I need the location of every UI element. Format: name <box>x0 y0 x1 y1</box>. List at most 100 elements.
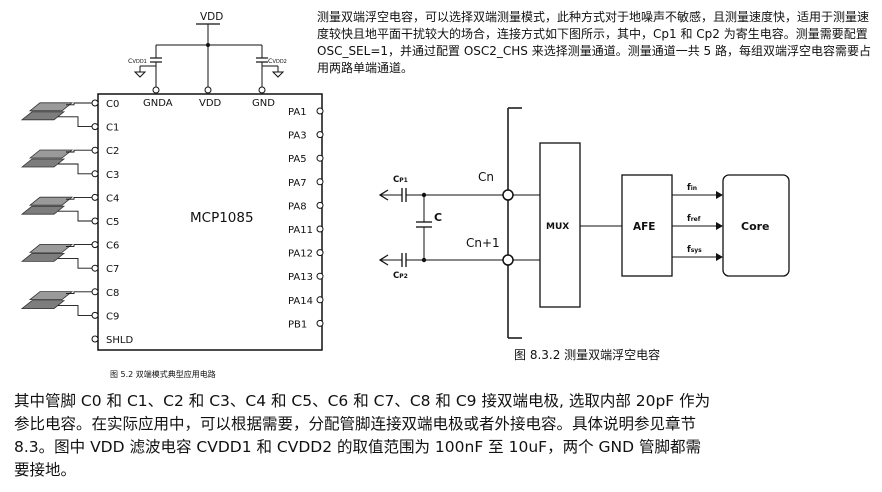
right-pin-label: PA3 <box>288 131 307 142</box>
electrode-wire-b <box>58 163 92 175</box>
pin-vdd-circle <box>204 86 212 94</box>
cn-label: Cn <box>478 170 494 184</box>
mcp1085-application-circuit: MCP1085 VDD CVDD1 CVDD2 GNDA VDD <box>20 11 324 379</box>
left-pin-label: C2 <box>106 146 119 157</box>
electrode-bottom-plate <box>20 205 66 215</box>
right-pin-label: PB1 <box>288 319 307 330</box>
right-pin-label: PA5 <box>288 154 307 165</box>
left-pin-circle <box>91 241 99 249</box>
electrode-top-plate <box>28 149 74 159</box>
intro-text: 测量双端浮空电容，可以选择双端测量模式，此种方式对于地噪声不敏感，且测量速度快，… <box>317 10 872 75</box>
pin-gnda-circle <box>152 86 160 94</box>
electrode-top-plate <box>28 102 74 112</box>
left-pin-circle <box>91 170 99 178</box>
left-pin-circle <box>91 288 99 296</box>
electrode-wire-a <box>66 244 92 247</box>
left-pin-label: SHLD <box>106 335 133 346</box>
cvdd2-label: CVDD2 <box>268 57 287 65</box>
cvdd1-ground-symbol <box>133 71 147 78</box>
electrode-top-plate <box>28 291 74 301</box>
electrode-wire-b <box>58 210 92 222</box>
left-pin-circle <box>91 193 99 201</box>
cn1-label: Cn+1 <box>466 236 500 250</box>
right-pin-circle <box>316 154 324 162</box>
description-text: 其中管脚 C0 和 C1、C2 和 C3、C4 和 C5、C6 和 C7、C8 … <box>14 392 711 479</box>
electrode-wire-a <box>66 196 92 200</box>
left-pin-label: C7 <box>106 264 119 275</box>
electrode-wire-a <box>66 149 92 153</box>
core-block <box>722 174 790 277</box>
right-pin-label: PA13 <box>288 272 313 283</box>
right-pin-label: PA14 <box>288 296 313 307</box>
fin-arrow-head <box>716 191 723 199</box>
electrode-wire-b <box>58 116 92 128</box>
right-pin-label: PA1 <box>288 107 307 118</box>
left-pin-label: C6 <box>106 241 119 252</box>
electrode-wire-a <box>66 291 92 295</box>
left-pin-circle <box>91 146 99 154</box>
fref-arrow-head <box>716 222 723 230</box>
right-pin-circle <box>316 272 324 280</box>
left-pin-circle <box>91 335 99 343</box>
left-figure-caption: 图 5.2 双端模式典型应用电路 <box>110 369 216 379</box>
cvdd1-label: CVDD1 <box>128 57 147 65</box>
intro-paragraph: 测量双端浮空电容，可以选择双端测量模式，此种方式对于地噪声不敏感，且测量速度快，… <box>317 9 877 77</box>
left-pin-label: C3 <box>106 170 119 181</box>
chip-body <box>97 93 323 351</box>
right-pin-circle <box>316 249 324 257</box>
right-pin-circle <box>316 225 324 233</box>
cn1-pin-circle <box>502 254 514 266</box>
mux-block <box>539 142 581 308</box>
fsys-arrow-head <box>716 253 723 261</box>
electrode-top-plate <box>28 243 74 253</box>
right-pin-label: PA11 <box>288 225 313 236</box>
right-pin-circle <box>316 319 324 327</box>
pin-gnda-label: GNDA <box>143 98 173 109</box>
right-pin-circle <box>316 131 324 139</box>
vdd-supply-label: VDD <box>200 11 223 23</box>
left-pin-label: C9 <box>106 311 119 322</box>
chip-name: MCP1085 <box>190 210 254 226</box>
left-pin-circle <box>91 311 99 319</box>
right-pin-circle <box>316 201 324 209</box>
left-pin-circle <box>91 99 99 107</box>
left-pin-label: C8 <box>106 288 119 299</box>
electrode-bottom-plate <box>20 252 66 262</box>
right-pin-circle <box>316 296 324 304</box>
electrode-bottom-plate <box>20 158 66 168</box>
left-pin-label: C5 <box>106 217 119 228</box>
right-pin-circle <box>316 107 324 115</box>
pin-vdd-label: VDD <box>199 98 222 109</box>
description-paragraph: 其中管脚 C0 和 C1、C2 和 C3、C4 和 C5、C6 和 C7、C8 … <box>14 390 714 482</box>
cn-pin-circle <box>502 189 514 201</box>
signal-fin: fin <box>672 183 723 199</box>
right-pin-label: PA12 <box>288 249 313 260</box>
electrode-top-plate <box>28 196 74 206</box>
left-pin-label: C0 <box>106 99 119 110</box>
c-label: C <box>434 211 442 224</box>
left-pin-circle <box>91 123 99 131</box>
signal-fsys: fsys <box>672 245 723 261</box>
cp1-label: CP1 <box>393 175 408 185</box>
left-pin-label: C1 <box>106 123 119 134</box>
electrode-wire-b <box>58 257 92 269</box>
mux-label: MUX <box>546 222 569 232</box>
afe-label: AFE <box>633 221 655 233</box>
right-pin-label: PA7 <box>288 178 307 189</box>
signal-fref: fref <box>672 214 723 230</box>
floating-capacitor-diagram: CP1 CP2 C Cn Cn+1 MUX AFE <box>378 107 790 362</box>
right-pin-label: PA8 <box>288 201 307 212</box>
electrode-wire-b <box>58 305 92 316</box>
left-pin-label: C4 <box>106 193 119 204</box>
left-pin-circle <box>91 217 99 225</box>
pin-gnd-circle <box>258 86 266 94</box>
core-label: Core <box>741 220 770 233</box>
left-pin-circle <box>91 264 99 272</box>
fin-label: fin <box>687 183 697 193</box>
pin-gnd-label: GND <box>252 98 275 109</box>
electrode-group <box>20 102 92 316</box>
right-figure-caption: 图 8.3.2 测量双端浮空电容 <box>514 347 660 362</box>
